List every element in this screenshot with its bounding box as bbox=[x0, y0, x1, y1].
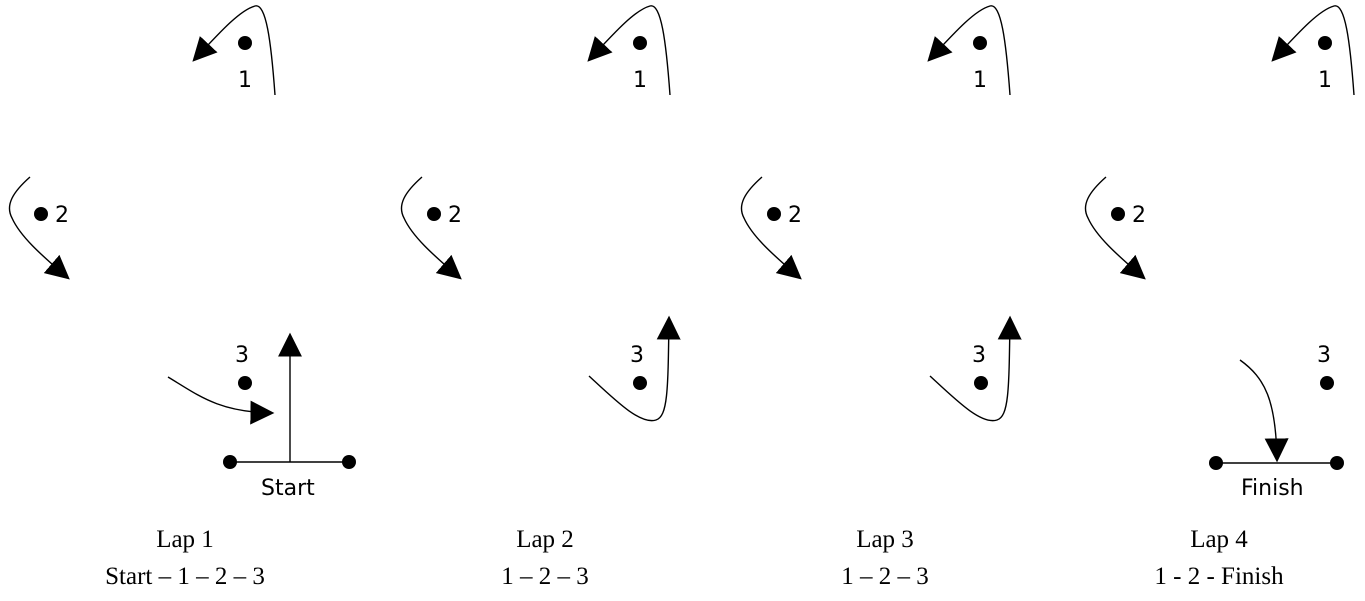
mark-1-label: 1 bbox=[633, 68, 647, 93]
mark-3-buoy bbox=[1320, 376, 1334, 390]
rounding-arrow-mark-1 bbox=[927, 5, 1011, 96]
finish-label: Finish bbox=[1241, 476, 1304, 501]
rounding-arrow-mark-2 bbox=[740, 176, 802, 280]
start-pin-right bbox=[342, 455, 356, 469]
mark-2-buoy bbox=[1111, 207, 1125, 221]
rounding-arrow-mark-2 bbox=[8, 176, 70, 280]
mark-2-label: 2 bbox=[55, 203, 69, 228]
mark-3-label: 3 bbox=[972, 343, 986, 368]
lap-3: 1 2 3 Lap 3 1 – 2 – 3 bbox=[740, 5, 1022, 590]
approach-arrow-mark-3 bbox=[167, 376, 275, 425]
rounding-arrow-mark-1 bbox=[192, 5, 276, 96]
rounding-arrow-mark-3 bbox=[929, 315, 1022, 422]
finish-approach-arrow bbox=[1239, 359, 1289, 463]
mark-1-buoy bbox=[973, 36, 987, 50]
mark-1-label: 1 bbox=[973, 68, 987, 93]
rounding-arrow-mark-3 bbox=[588, 315, 681, 422]
lap-4-title: Lap 4 bbox=[1190, 526, 1248, 553]
mark-3-buoy bbox=[974, 376, 988, 390]
mark-2-buoy bbox=[427, 207, 441, 221]
mark-1-label: 1 bbox=[238, 68, 252, 93]
mark-1-buoy bbox=[633, 36, 647, 50]
finish-pin-right bbox=[1330, 456, 1344, 470]
mark-3-buoy bbox=[238, 376, 252, 390]
mark-2-label: 2 bbox=[1132, 203, 1146, 228]
rounding-arrow-mark-2 bbox=[1084, 176, 1146, 280]
lap-1: 1 2 3 Start Lap 1 Start – 1 – 2 – 3 bbox=[8, 5, 356, 590]
lap-3-title: Lap 3 bbox=[856, 526, 914, 553]
mark-3-label: 3 bbox=[235, 343, 249, 368]
mark-3-buoy bbox=[633, 376, 647, 390]
lap-1-route: Start – 1 – 2 – 3 bbox=[105, 563, 265, 590]
lap-4-route: 1 - 2 - Finish bbox=[1154, 563, 1284, 590]
lap-2-route: 1 – 2 – 3 bbox=[501, 563, 589, 590]
start-pin-left bbox=[223, 455, 237, 469]
lap-1-title: Lap 1 bbox=[156, 526, 214, 553]
lap-2-title: Lap 2 bbox=[516, 526, 574, 553]
rounding-arrow-mark-1 bbox=[587, 5, 671, 96]
mark-2-label: 2 bbox=[448, 203, 462, 228]
lap-2: 1 2 3 Lap 2 1 – 2 – 3 bbox=[400, 5, 681, 590]
mark-3-label: 3 bbox=[1317, 343, 1331, 368]
mark-2-buoy bbox=[34, 207, 48, 221]
mark-1-buoy bbox=[238, 36, 252, 50]
finish-pin-left bbox=[1209, 456, 1223, 470]
start-label: Start bbox=[261, 476, 315, 501]
mark-2-buoy bbox=[767, 207, 781, 221]
mark-2-label: 2 bbox=[788, 203, 802, 228]
lap-4: 1 2 3 Finish Lap 4 1 - 2 - Finish bbox=[1084, 5, 1355, 590]
rounding-arrow-mark-2 bbox=[400, 176, 462, 280]
mark-1-buoy bbox=[1318, 36, 1332, 50]
mark-3-label: 3 bbox=[630, 343, 644, 368]
lap-3-route: 1 – 2 – 3 bbox=[841, 563, 929, 590]
mark-1-label: 1 bbox=[1318, 68, 1332, 93]
rounding-arrow-mark-1 bbox=[1271, 5, 1355, 96]
